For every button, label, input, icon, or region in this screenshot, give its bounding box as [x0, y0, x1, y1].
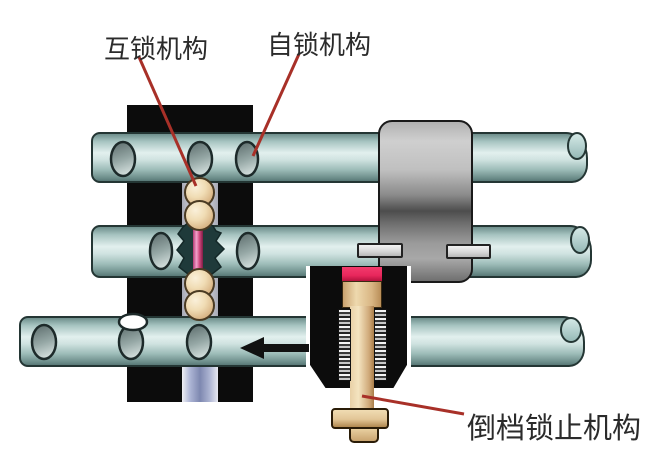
collar-pin-right: [446, 244, 491, 259]
shift-rail-bottom: [19, 316, 585, 367]
label-reverse-lock: 倒档锁止机构: [467, 413, 642, 445]
interlock-ball-2: [184, 200, 215, 231]
reverse-lock-spring-left: [338, 309, 351, 381]
label-self-lock: 自锁机构: [267, 30, 372, 60]
collar-pin-left: [357, 243, 403, 258]
reverse-lock-washer: [331, 408, 389, 429]
shift-rail-top: [91, 132, 588, 183]
reverse-lock-plunger-stem: [350, 306, 374, 414]
reverse-lock-plunger-head: [342, 281, 382, 308]
reverse-lock-detent-top: [342, 267, 382, 281]
interlock-ball-4: [184, 290, 215, 321]
interlock-channel-bottom-rod: [182, 360, 218, 402]
label-interlock: 互锁机构: [104, 34, 209, 64]
reverse-lock-spring-right: [374, 309, 387, 381]
reverse-lock-nut: [349, 429, 379, 443]
